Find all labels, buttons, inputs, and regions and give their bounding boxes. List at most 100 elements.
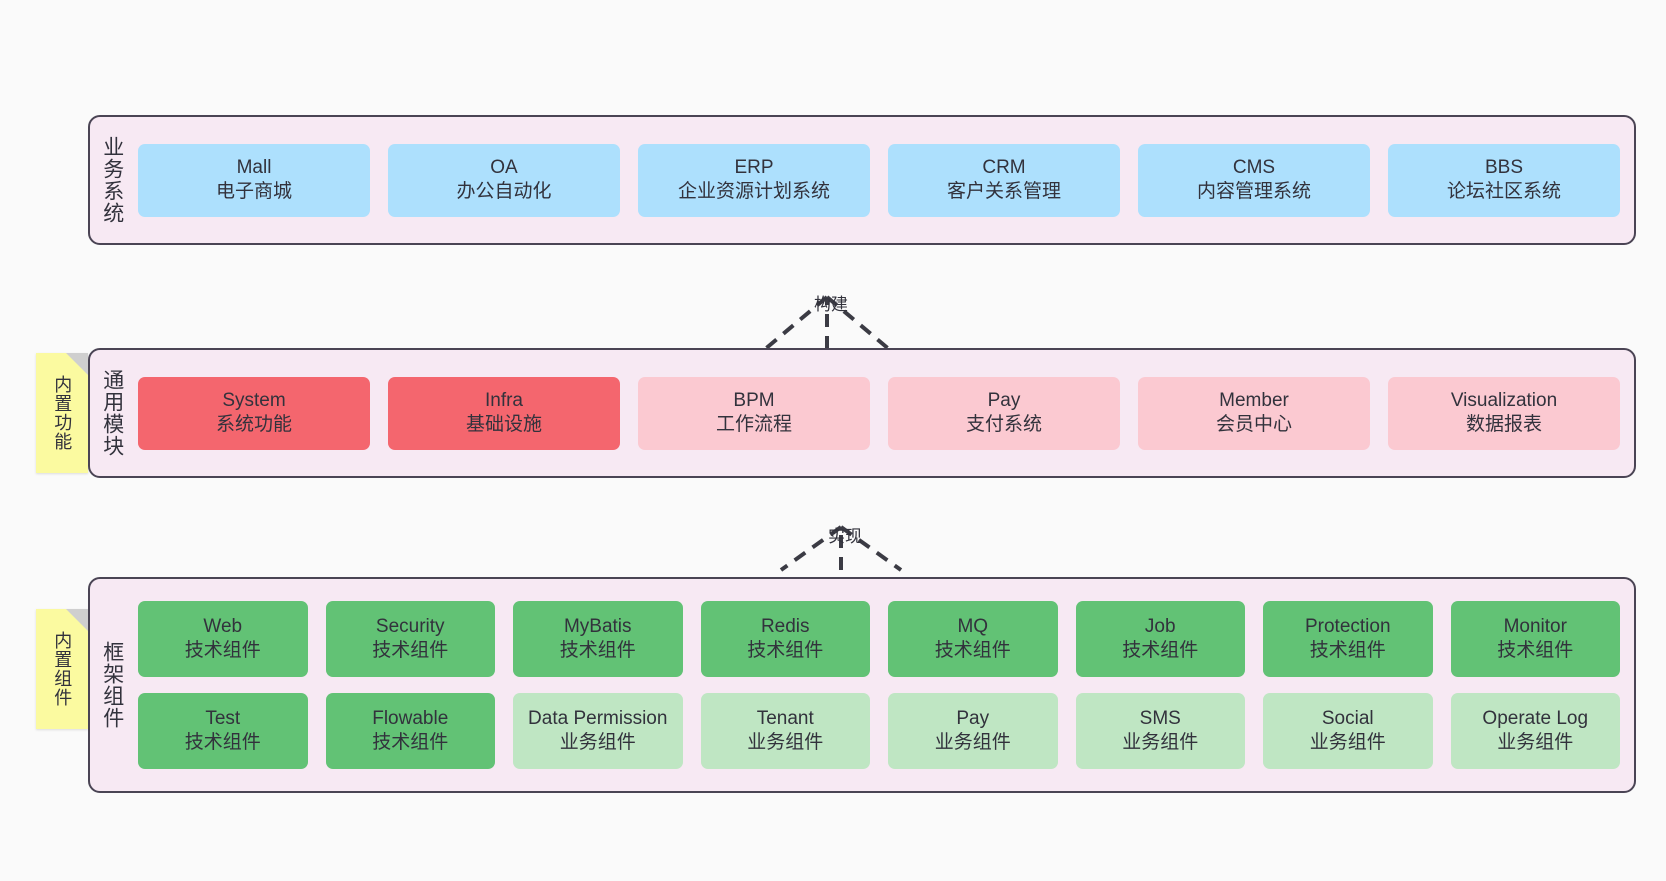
card-title: SMS [1139,707,1181,729]
card-title: CMS [1232,156,1276,178]
card-title: Member [1219,389,1289,411]
card-subtitle: 技术组件 [1497,640,1574,661]
card-subtitle: 企业资源计划系统 [677,181,830,202]
card-sms[interactable]: SMS 业务组件 [1075,693,1245,769]
card-title: Mall [236,156,272,178]
card-row: Web 技术组件 Security 技术组件 MyBatis 技术组件 Redi… [138,601,1620,677]
card-oa[interactable]: OA 办公自动化 [388,143,620,217]
card-title: Pay [987,389,1021,411]
card-bpm[interactable]: BPM 工作流程 [638,376,870,450]
card-monitor[interactable]: Monitor 技术组件 [1450,601,1620,677]
layer-body-common: System 系统功能 Infra 基础设施 BPM 工作流程 Pay 支付系统… [134,350,1634,476]
card-subtitle: 系统功能 [215,414,292,435]
card-title: Visualization [1450,389,1558,411]
card-subtitle: 数据报表 [1465,414,1542,435]
card-title: Infra [484,389,524,411]
layer-common-modules[interactable]: 通用模块 System 系统功能 Infra 基础设施 BPM 工作流程 Pay… [88,348,1636,478]
layer-body-framework: Web 技术组件 Security 技术组件 MyBatis 技术组件 Redi… [134,579,1634,791]
card-security[interactable]: Security 技术组件 [325,601,495,677]
card-subtitle: 业务组件 [747,732,824,753]
card-erp[interactable]: ERP 企业资源计划系统 [638,143,870,217]
card-redis[interactable]: Redis 技术组件 [700,601,870,677]
card-title: Social [1321,707,1374,729]
card-subtitle: 技术组件 [747,640,824,661]
card-row: Mall 电子商城 OA 办公自动化 ERP 企业资源计划系统 CRM 客户关系… [138,143,1620,217]
card-infra[interactable]: Infra 基础设施 [388,376,620,450]
card-member[interactable]: Member 会员中心 [1138,376,1370,450]
layer-business-systems[interactable]: 业务系统 Mall 电子商城 OA 办公自动化 ERP 企业资源计划系统 CRM… [88,115,1636,245]
card-data-permission[interactable]: Data Permission 业务组件 [513,693,683,769]
card-title: Pay [956,707,990,729]
card-title: Redis [760,615,810,637]
card-web[interactable]: Web 技术组件 [138,601,308,677]
card-pay-business[interactable]: Pay 业务组件 [888,693,1058,769]
layer-title-framework: 框架组件 [100,641,124,729]
card-subtitle: 技术组件 [372,732,449,753]
card-subtitle: 技术组件 [559,640,636,661]
card-title: ERP [734,156,774,178]
card-subtitle: 业务组件 [1122,732,1199,753]
card-title: Web [203,615,243,637]
note-builtin-features: 内置功能 [36,353,88,473]
card-subtitle: 技术组件 [184,732,261,753]
card-operate-log[interactable]: Operate Log 业务组件 [1450,693,1620,769]
card-title: Protection [1304,615,1391,637]
card-flowable[interactable]: Flowable 技术组件 [325,693,495,769]
card-subtitle: 支付系统 [965,414,1042,435]
card-tenant[interactable]: Tenant 业务组件 [700,693,870,769]
card-title: BPM [733,389,775,411]
card-subtitle: 办公自动化 [456,181,552,202]
card-visualization[interactable]: Visualization 数据报表 [1388,376,1620,450]
card-title: Tenant [756,707,814,729]
connector-build-label: 构建 [814,295,848,314]
card-subtitle: 技术组件 [1122,640,1199,661]
layer-title-business: 业务系统 [100,136,124,224]
note-builtin-components: 内置组件 [36,609,88,729]
card-title: Operate Log [1482,707,1589,729]
card-subtitle: 内容管理系统 [1196,181,1311,202]
card-system[interactable]: System 系统功能 [138,376,370,450]
card-crm[interactable]: CRM 客户关系管理 [888,143,1120,217]
card-row: Test 技术组件 Flowable 技术组件 Data Permission … [138,693,1620,769]
card-test[interactable]: Test 技术组件 [138,693,308,769]
layer-framework-components[interactable]: 框架组件 Web 技术组件 Security 技术组件 MyBatis 技术组件… [88,577,1636,793]
card-title: System [222,389,286,411]
card-social[interactable]: Social 业务组件 [1263,693,1433,769]
card-subtitle: 业务组件 [559,732,636,753]
card-title: Job [1144,615,1176,637]
card-mybatis[interactable]: MyBatis 技术组件 [513,601,683,677]
card-subtitle: 会员中心 [1215,414,1292,435]
card-mall[interactable]: Mall 电子商城 [138,143,370,217]
card-subtitle: 业务组件 [1309,732,1386,753]
note-label: 内置组件 [52,631,73,707]
card-subtitle: 客户关系管理 [946,181,1061,202]
card-subtitle: 技术组件 [184,640,261,661]
card-title: CRM [982,156,1026,178]
card-subtitle: 论坛社区系统 [1446,181,1561,202]
card-title: Test [205,707,241,729]
card-cms[interactable]: CMS 内容管理系统 [1138,143,1370,217]
folded-corner-icon [66,353,88,375]
card-subtitle: 业务组件 [934,732,1011,753]
note-label: 内置功能 [52,375,73,451]
card-subtitle: 技术组件 [934,640,1011,661]
card-subtitle: 电子商城 [215,181,292,202]
card-row: System 系统功能 Infra 基础设施 BPM 工作流程 Pay 支付系统… [138,376,1620,450]
layer-body-business: Mall 电子商城 OA 办公自动化 ERP 企业资源计划系统 CRM 客户关系… [134,117,1634,243]
card-title: BBS [1484,156,1524,178]
card-subtitle: 工作流程 [715,414,792,435]
card-title: Monitor [1503,615,1567,637]
card-subtitle: 业务组件 [1497,732,1574,753]
card-mq[interactable]: MQ 技术组件 [888,601,1058,677]
layer-title-common: 通用模块 [100,369,124,457]
card-bbs[interactable]: BBS 论坛社区系统 [1388,143,1620,217]
card-subtitle: 基础设施 [465,414,542,435]
card-pay[interactable]: Pay 支付系统 [888,376,1120,450]
card-title: Data Permission [528,707,668,729]
card-job[interactable]: Job 技术组件 [1075,601,1245,677]
card-subtitle: 技术组件 [372,640,449,661]
card-protection[interactable]: Protection 技术组件 [1263,601,1433,677]
card-title: Security [375,615,445,637]
connector-build: 构建 [752,252,912,352]
